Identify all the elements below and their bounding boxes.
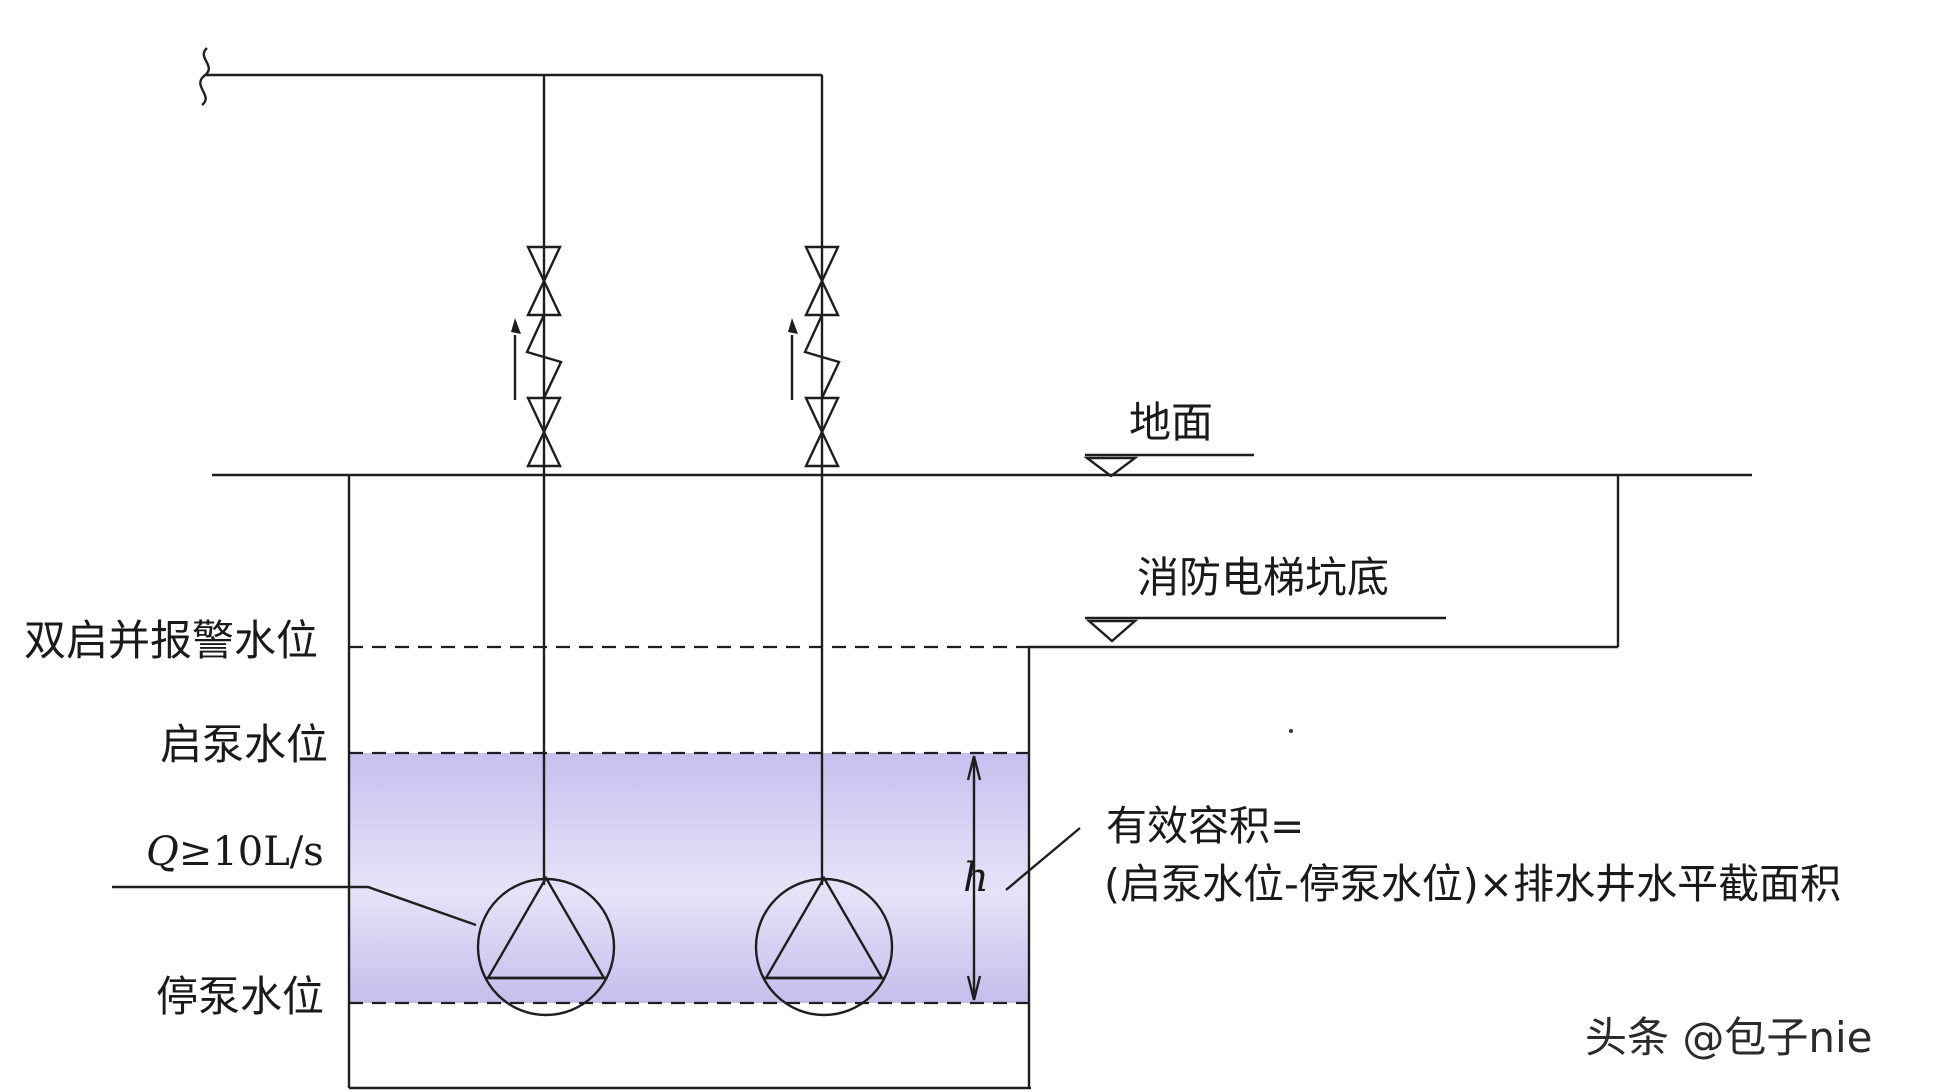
volume-formula-line1: 有效容积= bbox=[1106, 802, 1305, 850]
effective-volume-region bbox=[349, 753, 1029, 1003]
height-dimension bbox=[966, 755, 982, 1001]
pit-bottom-marker-triangle bbox=[1085, 619, 1139, 643]
volume-leader-line bbox=[1005, 827, 1081, 891]
pump-right bbox=[754, 875, 894, 1017]
watermark: 头条 @包子nie bbox=[1585, 1013, 1873, 1062]
volume-formula-line2: (启泵水位-停泵水位)×排水井水平截面积 bbox=[1104, 860, 1842, 908]
ground-marker-triangle bbox=[1083, 456, 1139, 478]
flow-rate-value: ≥10L/s bbox=[178, 829, 324, 875]
pipe-break-symbol bbox=[199, 47, 211, 106]
alarm-level-label: 双启并报警水位 bbox=[24, 616, 319, 665]
pit-bottom-label: 消防电梯坑底 bbox=[1137, 553, 1390, 602]
flow-leader-line bbox=[112, 885, 477, 927]
pump-left bbox=[476, 875, 616, 1017]
height-variable-label: h bbox=[963, 855, 989, 901]
flow-rate-label: Q≥10L/s bbox=[146, 829, 324, 875]
speck bbox=[1289, 729, 1293, 733]
start-level-label: 启泵水位 bbox=[160, 720, 329, 769]
valve-assembly-right bbox=[788, 245, 841, 468]
valve-assembly-left bbox=[511, 245, 563, 468]
stop-level-label: 停泵水位 bbox=[156, 972, 325, 1021]
ground-label: 地面 bbox=[1129, 398, 1214, 447]
